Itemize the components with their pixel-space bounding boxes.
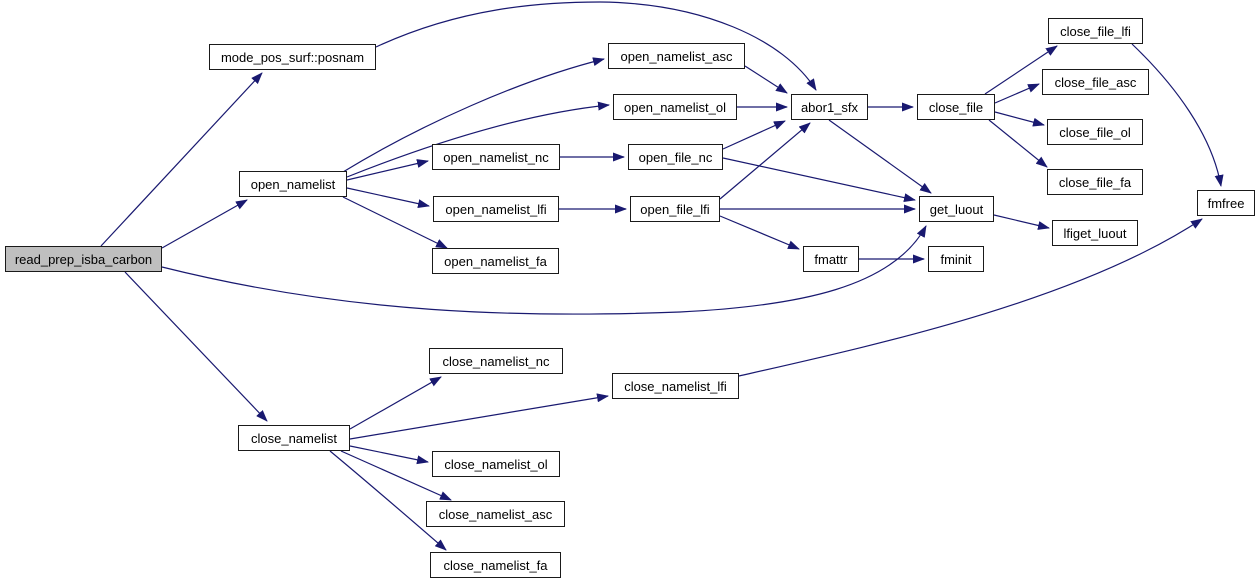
node-lfiget_luout[interactable]: lfiget_luout (1052, 220, 1138, 246)
node-close_namelist[interactable]: close_namelist (238, 425, 350, 451)
node-open_namelist_nc[interactable]: open_namelist_nc (432, 144, 560, 170)
edge-close_namelist_lfi-to-fmfree (738, 218, 1203, 377)
node-open_file_lfi[interactable]: open_file_lfi (630, 196, 720, 222)
node-mode_pos_surf_posnam[interactable]: mode_pos_surf::posnam (209, 44, 376, 70)
edge-open_file_lfi-to-abor1_sfx (719, 122, 811, 200)
node-read_prep_isba_carbon[interactable]: read_prep_isba_carbon (5, 246, 162, 272)
node-fmattr[interactable]: fmattr (803, 246, 859, 272)
edge-open_file_nc-to-get_luout (722, 157, 916, 203)
node-open_namelist[interactable]: open_namelist (239, 171, 347, 197)
edge-close_namelist-to-close_namelist_nc (349, 376, 442, 430)
edge-close_file-to-close_file_fa (988, 119, 1048, 168)
edge-close_namelist-to-close_namelist_fa (329, 450, 447, 551)
edge-close_file_lfi-to-fmfree (1131, 43, 1224, 187)
node-close_namelist_lfi[interactable]: close_namelist_lfi (612, 373, 739, 399)
edge-open_file_lfi-to-fmattr (719, 215, 800, 250)
edge-abor1_sfx-to-get_luout (828, 119, 932, 194)
node-fminit[interactable]: fminit (928, 246, 984, 272)
edge-read_prep_isba_carbon-to-mode_pos_surf_posnam (100, 72, 263, 247)
node-close_namelist_ol[interactable]: close_namelist_ol (432, 451, 560, 477)
edge-open_namelist-to-open_namelist_nc (346, 159, 429, 181)
edge-read_prep_isba_carbon-to-get_luout (161, 225, 927, 315)
edge-open_namelist-to-open_namelist_fa (342, 196, 448, 249)
node-close_namelist_nc[interactable]: close_namelist_nc (429, 348, 563, 374)
edge-read_prep_isba_carbon-to-open_namelist (161, 199, 248, 249)
node-open_namelist_lfi[interactable]: open_namelist_lfi (433, 196, 559, 222)
node-get_luout[interactable]: get_luout (919, 196, 994, 222)
node-close_file_ol[interactable]: close_file_ol (1047, 119, 1143, 145)
node-abor1_sfx[interactable]: abor1_sfx (791, 94, 868, 120)
edge-close_file-to-close_file_lfi (984, 45, 1058, 95)
edge-open_namelist-to-open_namelist_asc (342, 57, 605, 173)
node-close_file_fa[interactable]: close_file_fa (1047, 169, 1143, 195)
node-close_namelist_asc[interactable]: close_namelist_asc (426, 501, 565, 527)
edge-open_namelist-to-open_namelist_lfi (346, 187, 430, 209)
node-open_namelist_ol[interactable]: open_namelist_ol (613, 94, 737, 120)
edge-close_namelist-to-close_namelist_lfi (349, 393, 609, 440)
node-close_file[interactable]: close_file (917, 94, 995, 120)
node-fmfree[interactable]: fmfree (1197, 190, 1255, 216)
node-close_file_asc[interactable]: close_file_asc (1042, 69, 1149, 95)
node-open_namelist_fa[interactable]: open_namelist_fa (432, 248, 559, 274)
edge-open_file_nc-to-abor1_sfx (722, 120, 786, 150)
edge-read_prep_isba_carbon-to-close_namelist (124, 271, 268, 422)
node-open_file_nc[interactable]: open_file_nc (628, 144, 723, 170)
edge-open_namelist-to-open_namelist_ol (346, 101, 610, 178)
edge-close_namelist-to-close_namelist_ol (349, 445, 429, 465)
edge-close_namelist-to-close_namelist_asc (340, 450, 452, 501)
edge-mode_pos_surf_posnam-to-abor1_sfx (375, 1, 817, 91)
edge-close_file-to-close_file_ol (994, 111, 1045, 127)
node-close_namelist_fa[interactable]: close_namelist_fa (430, 552, 561, 578)
edge-open_namelist_asc-to-abor1_sfx (744, 65, 788, 94)
edge-close_file-to-close_file_asc (994, 83, 1040, 104)
node-close_file_lfi[interactable]: close_file_lfi (1048, 18, 1143, 44)
node-open_namelist_asc[interactable]: open_namelist_asc (608, 43, 745, 69)
edge-get_luout-to-lfiget_luout (993, 214, 1050, 230)
edges-group (100, 1, 1224, 551)
